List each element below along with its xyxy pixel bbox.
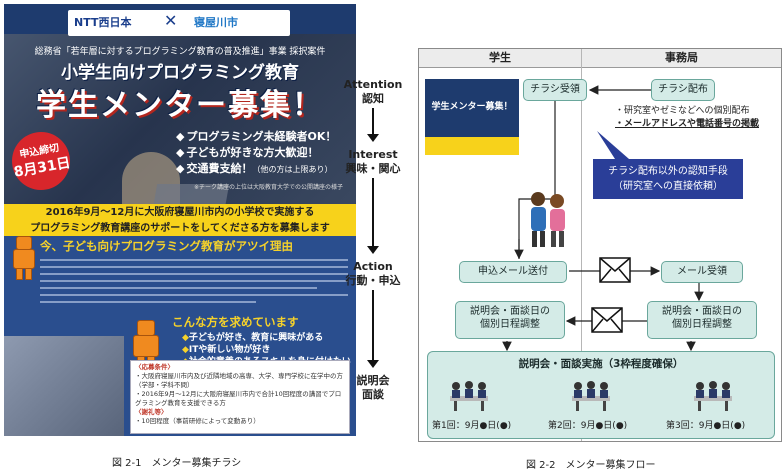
flyer-title-line2: 学生メンター募集！ [36, 88, 324, 123]
flyer-bullet: ◆交通費支給！（他の方は上限あり） [176, 162, 333, 175]
diamond-icon: ◆ [176, 130, 185, 143]
box-flyer-receive: チラシ受領 [523, 79, 587, 101]
box-flyer-distribute: チラシ配布 [651, 79, 715, 101]
city-logo: 寝屋川市 [194, 16, 238, 29]
flyer-thumbnail-title: 学生メンター募集！ [431, 102, 513, 112]
band-line2: プログラミング教育講座のサポートをしてくださる方を募集します [30, 223, 330, 234]
band-line1: 2016年9月〜12月に大阪府寝屋川市内の小学校で実施する [45, 207, 315, 218]
stage-briefing: 説明会面談 [356, 374, 390, 401]
stage-arrow [372, 290, 374, 362]
arrow-down-icon [367, 134, 379, 142]
meeting-icon [450, 381, 488, 411]
column-office: 事務局 [582, 49, 781, 68]
arrow-down-icon [367, 360, 379, 368]
photo-note: ※チーク講座の上位は大阪教育大学での公開講座の様子 [194, 184, 344, 191]
diamond-icon: ◆ [176, 162, 185, 175]
envelope-icon [591, 307, 623, 333]
distribution-notes: ・研究室やゼミなどへの個別配布 ・メールアドレスや電話番号の掲載 [615, 105, 759, 131]
recruitment-flow-diagram: 学生 事務局 学生メンター募集！ チラシ受領 チラシ配布 ・研究室やゼミなどへの… [418, 48, 782, 442]
meeting-icon [694, 381, 732, 411]
ntt-logo: NTT西日本 [74, 16, 132, 29]
want-heading: こんな方を求めています [172, 315, 299, 329]
flyer-photo-students [4, 336, 124, 436]
want-item: ◆ITや新しい物が好き [182, 345, 271, 355]
session-1: 第1回：9月●日(●) [432, 421, 512, 431]
stage-arrow [372, 178, 374, 248]
stage-arrow [372, 108, 374, 136]
session-2: 第2回：9月●日(●) [548, 421, 628, 431]
flyer-title-line1: 小学生向けプログラミング教育 [61, 63, 299, 83]
why-heading: 今、子ども向けプログラミング教育がアツイ理由 [40, 239, 293, 253]
why-body-text [40, 254, 348, 308]
students-icon [531, 192, 565, 247]
flyer-logo-bar: NTT西日本 ✕ 寝屋川市 [68, 10, 290, 36]
application-info: 〈応募条件〉 ・大阪府寝屋川市内及び近隣地域の高専、大学、専門学校に在学中の方（… [130, 360, 350, 434]
cross-mark: ✕ [164, 11, 178, 30]
flyer-subtitle: 総務省「若年層に対するプログラミング教育の普及推進」事業 採択案件 [34, 47, 326, 57]
box-schedule-student: 説明会・面談日の個別日程調整 [455, 301, 565, 339]
box-mail-send: 申込メール送付 [459, 261, 567, 283]
meeting-icon [572, 381, 610, 411]
note-individual-delivery: ・研究室やゼミなどへの個別配布 [615, 106, 750, 116]
flyer-bullet: ◆プログラミング未経験者OK！ [176, 130, 337, 143]
flyer-yellow-band: 2016年9月〜12月に大阪府寝屋川市内の小学校で実施する プログラミング教育講… [4, 204, 356, 236]
awareness-callout: チラシ配布以外の認知手段 （研究室への直接依頼） [593, 159, 743, 199]
box-schedule-office: 説明会・面談日の個別日程調整 [647, 301, 757, 339]
want-item: ◆子どもが好き、教育に興味がある [182, 333, 324, 343]
flyer-bullet: ◆子どもが好きな方大歓迎！ [176, 146, 319, 159]
column-student: 学生 [419, 49, 581, 68]
briefing-sessions-title: 説明会・面談実施（3枠程度確保） [518, 358, 684, 370]
arrow-down-icon [367, 246, 379, 254]
caption-left: 図 2-1 メンター募集チラシ [112, 458, 242, 469]
diamond-icon: ◆ [176, 146, 185, 159]
robot-icon [10, 236, 36, 280]
note-contact-info: ・メールアドレスや電話番号の掲載 [615, 119, 760, 129]
envelope-icon [599, 257, 631, 283]
flyer-thumbnail: 学生メンター募集！ [425, 79, 519, 155]
caption-right: 図 2-2 メンター募集フロー [526, 460, 656, 471]
column-divider [581, 49, 582, 441]
mentor-flyer: NTT西日本 ✕ 寝屋川市 総務省「若年層に対するプログラミング教育の普及推進」… [4, 4, 356, 436]
box-mail-receive: メール受領 [661, 261, 743, 283]
briefing-sessions-box: 説明会・面談実施（3枠程度確保） 第1回：9月●日(●) 第2回：9月●日(●)… [427, 351, 775, 439]
session-3: 第3回：9月●日(●) [666, 421, 746, 431]
